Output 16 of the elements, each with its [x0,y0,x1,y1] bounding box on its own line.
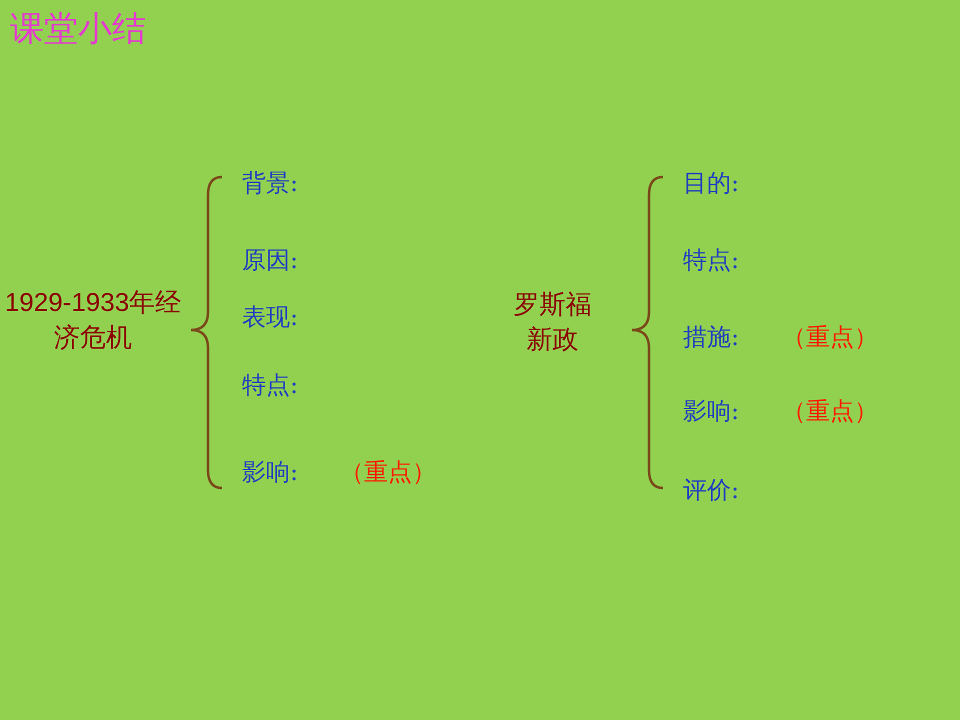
slide-title: 课堂小结 [10,8,146,51]
item-label: 评价: [683,475,740,506]
item-label: 措施: [683,322,740,353]
item-label: 背景: [242,168,298,199]
topic-heading: 罗斯福新政 [512,288,592,356]
item-label: 特点: [242,370,298,401]
emphasis-note: （重点） [782,322,878,353]
item-label: 表现: [242,302,298,333]
item-label: 特点: [683,245,740,276]
emphasis-note: （重点） [340,457,436,488]
emphasis-note: （重点） [782,396,878,427]
item-label: 原因: [242,245,298,276]
item-label: 目的: [683,168,740,199]
item-label: 影响: [242,457,298,488]
item-label: 影响: [683,396,740,427]
topic-heading: 1929-1933年经济危机 [4,286,182,354]
